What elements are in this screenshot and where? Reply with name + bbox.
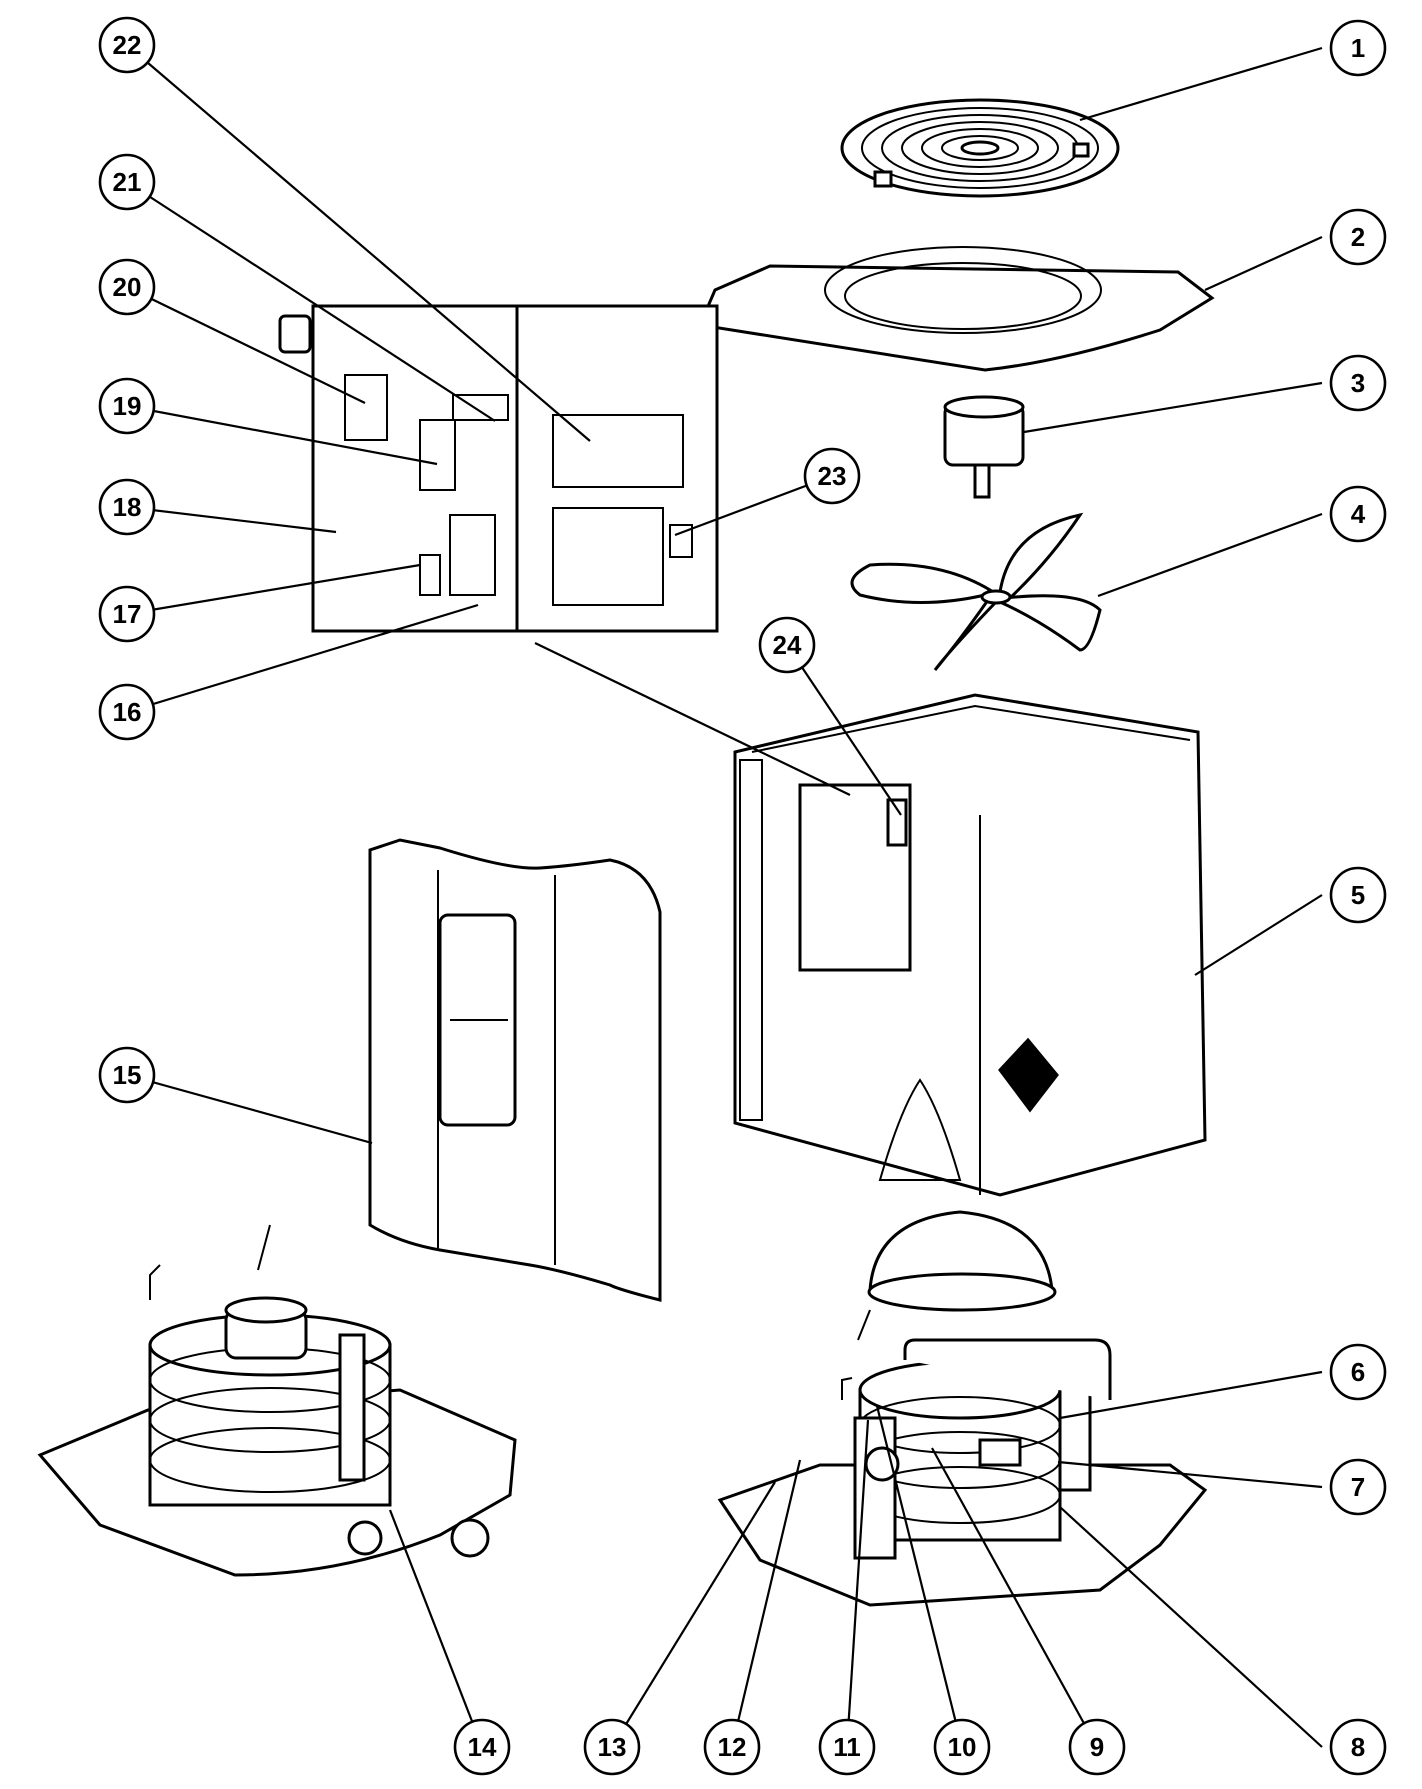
svg-text:3: 3 [1351,368,1365,398]
top-cap [867,1210,1057,1312]
callout-20: 20 [98,258,156,316]
callout-24: 24 [758,616,816,674]
svg-text:23: 23 [818,461,847,491]
svg-text:16: 16 [113,697,142,727]
callout-7: 7 [1329,1458,1387,1516]
svg-text:18: 18 [113,492,142,522]
fan-motor [943,395,1025,499]
svg-text:15: 15 [113,1060,142,1090]
svg-text:24: 24 [773,630,802,660]
svg-text:1: 1 [1351,33,1365,63]
svg-text:9: 9 [1090,1732,1104,1762]
svg-text:14: 14 [468,1732,497,1762]
svg-text:2: 2 [1351,222,1365,252]
callout-4: 4 [1329,485,1387,543]
svg-text:10: 10 [948,1732,977,1762]
svg-text:11: 11 [833,1732,861,1762]
svg-text:8: 8 [1351,1732,1365,1762]
svg-text:12: 12 [718,1732,747,1762]
svg-text:21: 21 [113,167,142,197]
callout-12: 12 [703,1718,761,1776]
callout-16: 16 [98,683,156,741]
callout-22: 22 [98,16,156,74]
svg-text:20: 20 [113,272,142,302]
main-cabinet [733,693,1207,1197]
callout-8: 8 [1329,1718,1387,1776]
right-base-assembly [717,1309,1208,1607]
top-panel [697,246,1215,372]
left-base-assembly [37,1224,517,1577]
callout-21: 21 [98,153,156,211]
svg-text:5: 5 [1351,880,1365,910]
svg-text:22: 22 [113,30,142,60]
front-access-panel [368,838,662,1302]
callout-11: 11 [818,1718,876,1776]
callout-3: 3 [1329,354,1387,412]
svg-text:6: 6 [1351,1357,1365,1387]
svg-text:13: 13 [598,1732,627,1762]
callout-5: 5 [1329,866,1387,924]
callout-9: 9 [1068,1718,1126,1776]
callout-10: 10 [933,1718,991,1776]
svg-text:4: 4 [1351,499,1366,529]
callout-13: 13 [583,1718,641,1776]
callout-23: 23 [803,447,861,505]
callout-14: 14 [453,1718,511,1776]
fan-blade [850,512,1102,671]
callout-19: 19 [98,377,156,435]
callout-18: 18 [98,478,156,536]
control-box [278,304,719,633]
callout-6: 6 [1329,1343,1387,1401]
svg-text:17: 17 [113,599,142,629]
callout-1: 1 [1329,19,1387,77]
callout-15: 15 [98,1046,156,1104]
svg-text:19: 19 [113,391,142,421]
callout-2: 2 [1329,208,1387,266]
svg-text:7: 7 [1351,1472,1365,1502]
fan-guard-grill [840,98,1120,198]
leader-lines [126,44,1323,1748]
callout-17: 17 [98,585,156,643]
